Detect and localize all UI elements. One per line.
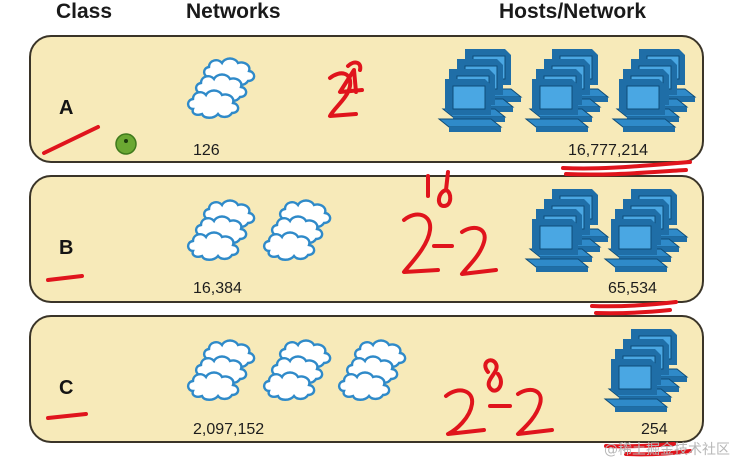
host-computer-icon: [601, 185, 689, 277]
network-cloud-icon: [185, 195, 265, 263]
class-a-row: A 126 16,777,214: [29, 35, 704, 163]
host-computer-icon: [601, 325, 689, 417]
class-c-label: C: [59, 377, 74, 399]
class-a-hosts-count: 16,777,214: [568, 142, 649, 159]
class-c-row: C 2,097,152 254: [29, 315, 704, 443]
network-cloud-icon: [185, 53, 265, 121]
network-cloud-icon: [185, 335, 265, 403]
networks-header: Networks: [186, 0, 281, 23]
class-a-hosts-underline-2: [564, 168, 688, 177]
class-b-hosts-count: 65,534: [608, 280, 657, 297]
class-b-hosts-underline-2: [594, 308, 672, 316]
class-header: Class: [56, 0, 113, 23]
class-b-networks-count: 16,384: [193, 280, 242, 297]
network-cloud-icon: [261, 335, 341, 403]
class-b-row: B 16,384 65,534: [29, 175, 704, 303]
class-a-networks-count: 126: [193, 142, 220, 159]
watermark: @稀土掘金技术社区: [604, 442, 730, 458]
network-cloud-icon: [261, 195, 341, 263]
class-b-label: B: [59, 237, 74, 259]
class-c-networks-count: 2,097,152: [193, 421, 265, 438]
host-computer-icon: [522, 45, 610, 137]
hosts-per-network-header: Hosts/Network: [499, 0, 647, 23]
host-computer-icon: [609, 45, 697, 137]
class-c-hosts-count: 254: [641, 421, 668, 438]
class-a-label: A: [59, 97, 74, 119]
network-cloud-icon: [336, 335, 416, 403]
host-computer-icon: [435, 45, 523, 137]
host-computer-icon: [522, 185, 610, 277]
